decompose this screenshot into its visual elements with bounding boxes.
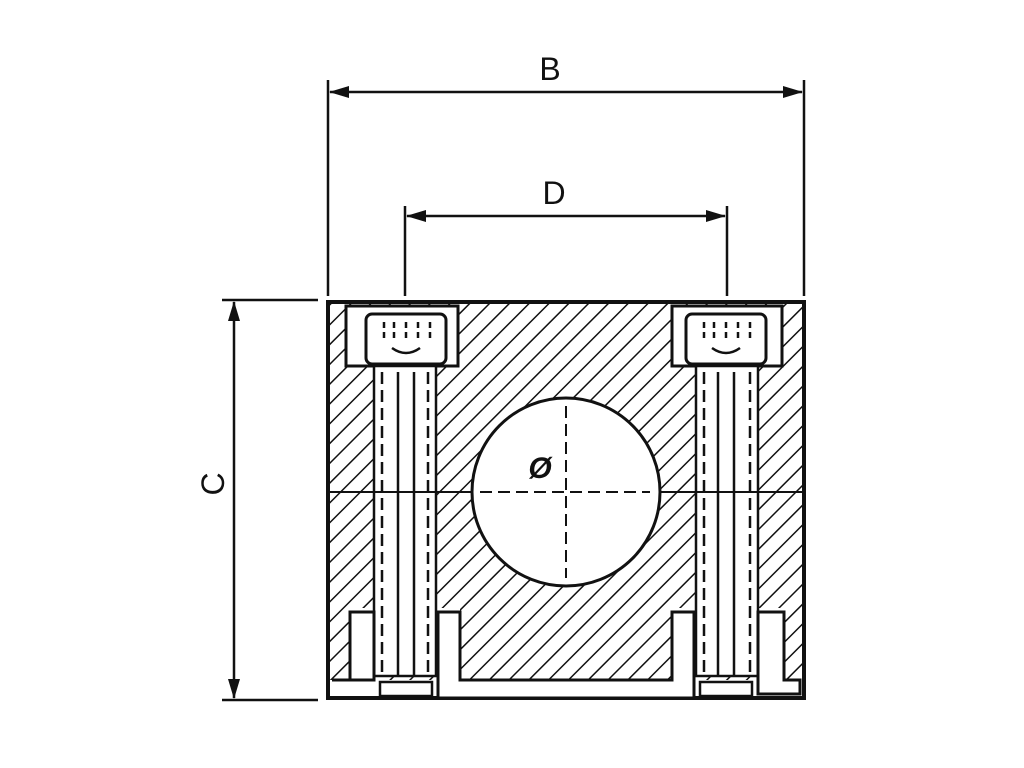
left-screw <box>364 312 448 698</box>
right-screw <box>684 312 768 698</box>
bore-diameter-symbol: Ø <box>528 452 553 485</box>
left-screw-head-socket <box>382 322 432 342</box>
dimension-b-label: B <box>539 51 560 87</box>
left-screw-bore <box>372 364 438 678</box>
left-base-foot <box>332 610 376 682</box>
dimension-d-label: D <box>542 175 565 211</box>
dimension-c-label: C <box>195 472 231 495</box>
dimension-b <box>326 80 806 296</box>
right-screw-bore <box>694 364 760 678</box>
right-screw-head-socket <box>702 322 752 342</box>
right-screw-head <box>684 312 768 366</box>
block-outline <box>326 300 806 700</box>
left-screw-head <box>364 312 448 366</box>
right-base-foot <box>756 610 802 696</box>
dimension-c <box>222 298 318 702</box>
dimension-d <box>403 206 729 296</box>
center-lines <box>480 406 650 578</box>
base-channel <box>436 610 696 700</box>
shaft-bore <box>470 396 662 588</box>
